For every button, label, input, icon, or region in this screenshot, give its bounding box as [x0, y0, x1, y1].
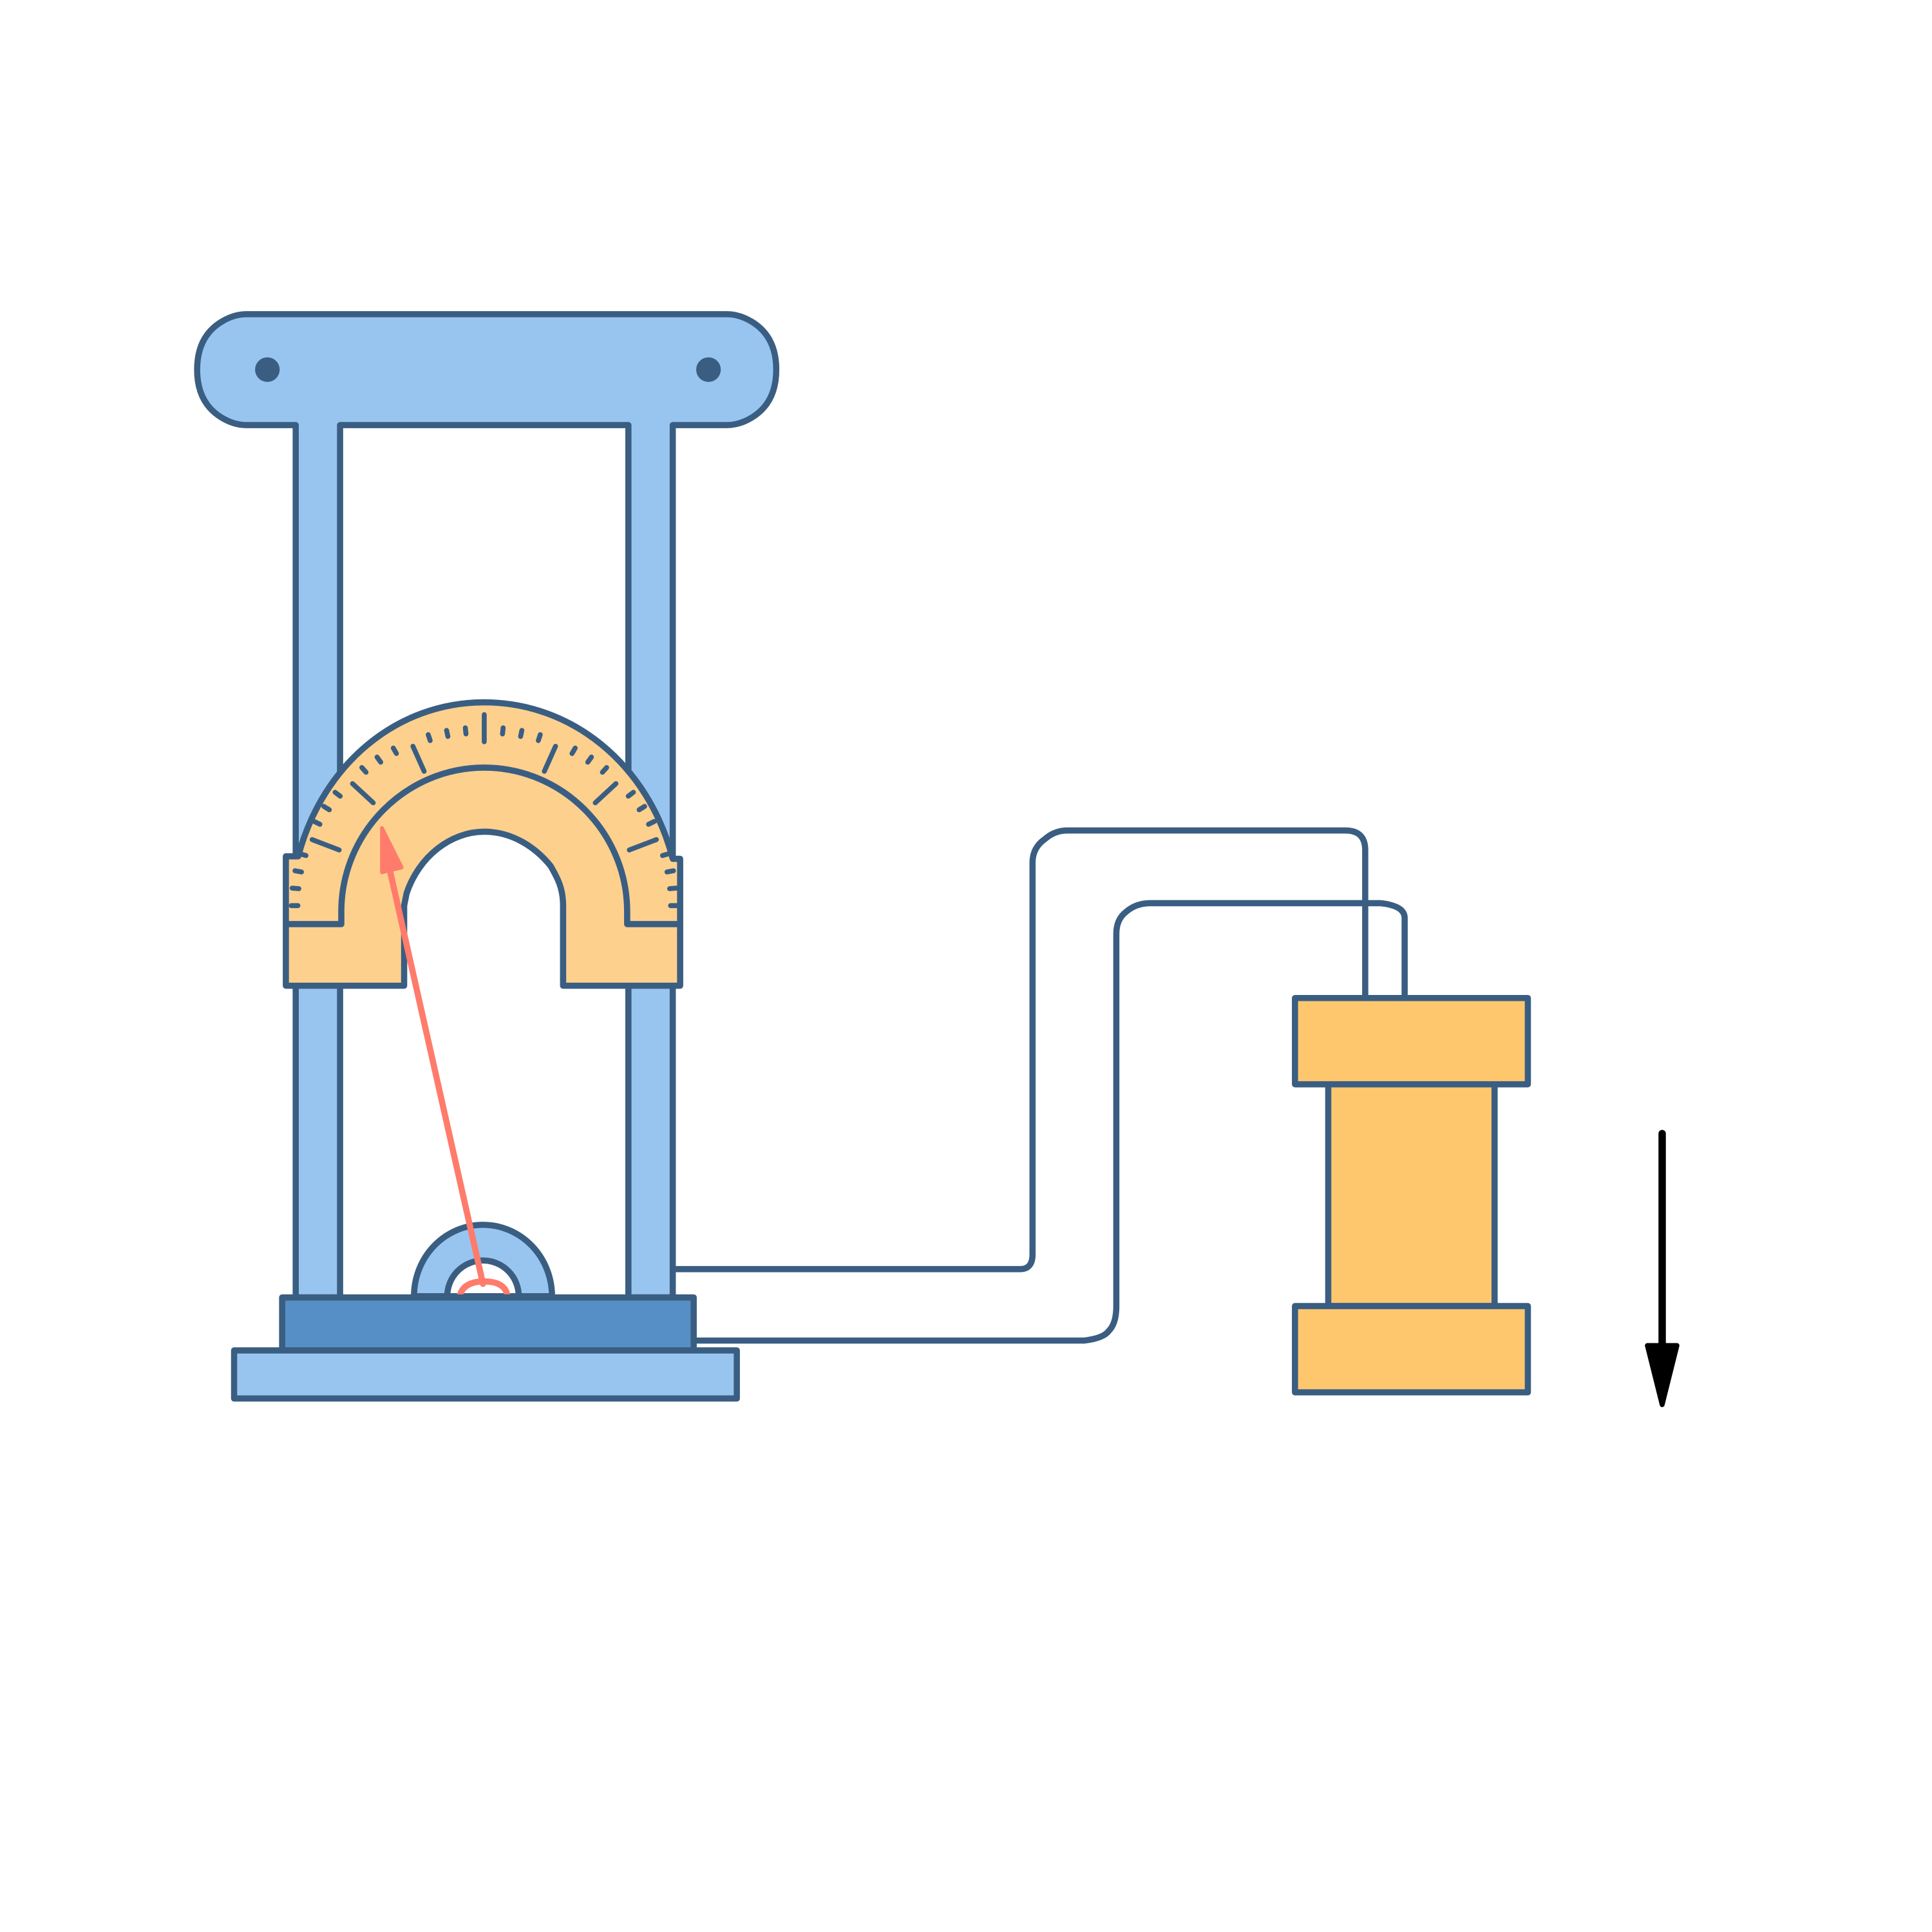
gauge-tick: [426, 732, 433, 743]
gauge-tick: [667, 886, 679, 891]
gauge-tick: [636, 804, 647, 813]
gauge-inner-band: [283, 764, 683, 927]
wire-1: [669, 827, 1368, 1273]
gauge-tick: [592, 781, 619, 806]
needle-arrowhead: [380, 826, 404, 875]
gauge-tick: [297, 851, 308, 858]
wire-2: [690, 900, 1408, 1344]
gauge-tick: [309, 837, 342, 853]
gauge-dial: [283, 699, 683, 989]
gauge-tick: [500, 725, 506, 737]
gauge-needle: [384, 859, 486, 1287]
gauge-tick: [659, 851, 672, 858]
gauge-tick: [390, 745, 399, 756]
gauge-scale-ticks: [289, 712, 680, 909]
gauge-tick: [646, 819, 657, 827]
gauge-tick: [569, 745, 578, 756]
base-plate-top: [279, 1294, 697, 1354]
gauge-tick: [374, 754, 384, 765]
gauge-tick: [292, 868, 305, 875]
gauge-tick: [332, 790, 343, 799]
gauge-tick: [585, 754, 594, 765]
gauge-tick: [444, 728, 451, 739]
bolt-right-icon: [696, 357, 721, 383]
gauge-tick: [311, 819, 323, 827]
gauge-tick: [289, 886, 301, 891]
battery-bottom-cap: [1292, 1303, 1531, 1396]
top-beam: [194, 311, 780, 1301]
gauge-tick: [542, 743, 558, 774]
gauge-tick: [664, 868, 676, 875]
gauge-tick: [359, 764, 369, 775]
battery-body: [1325, 1081, 1498, 1309]
battery-top-cap: [1292, 994, 1531, 1088]
gauge-tick: [321, 804, 332, 813]
gauge-tick: [518, 728, 525, 739]
bolt-left-icon: [255, 357, 280, 383]
gauge-tick: [625, 790, 636, 799]
gauge-tick: [410, 743, 427, 774]
gauge-tick: [350, 781, 376, 806]
gauge-tick: [600, 764, 609, 775]
base-plate-bottom: [231, 1347, 740, 1402]
gauge-tick: [627, 837, 659, 853]
direction-arrow-down-icon: [1645, 1343, 1680, 1407]
gauge-tick: [536, 732, 543, 743]
